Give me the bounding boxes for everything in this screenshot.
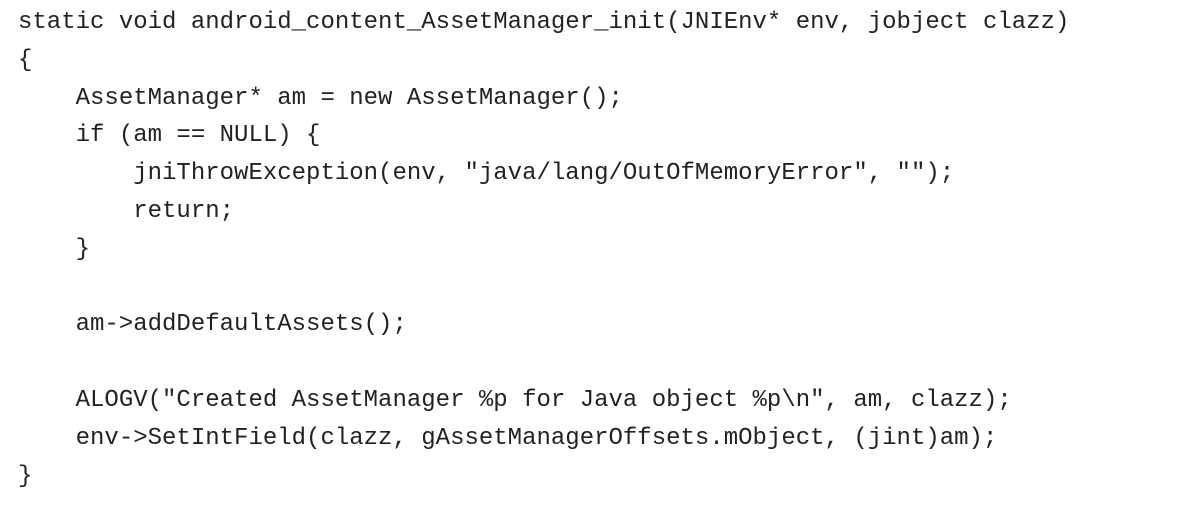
- code-line: }: [18, 462, 33, 490]
- code-line: am->addDefaultAssets();: [18, 311, 407, 339]
- code-line: AssetManager* am = new AssetManager();: [18, 84, 623, 112]
- code-line: }: [18, 235, 91, 263]
- code-line: [18, 269, 1178, 307]
- code-line: env->SetIntField(clazz, gAssetManagerOff…: [18, 424, 998, 452]
- code-block: static void android_content_AssetManager…: [18, 4, 1178, 502]
- code-line: ALOGV("Created AssetManager %p for Java …: [18, 386, 1012, 414]
- code-line: return;: [18, 197, 235, 225]
- code-line: [18, 344, 1178, 382]
- code-line: if (am == NULL) {: [18, 122, 321, 150]
- code-line: {: [18, 46, 33, 74]
- code-line: static void android_content_AssetManager…: [18, 9, 1070, 36]
- code-line: jniThrowException(env, "java/lang/OutOfM…: [18, 160, 955, 188]
